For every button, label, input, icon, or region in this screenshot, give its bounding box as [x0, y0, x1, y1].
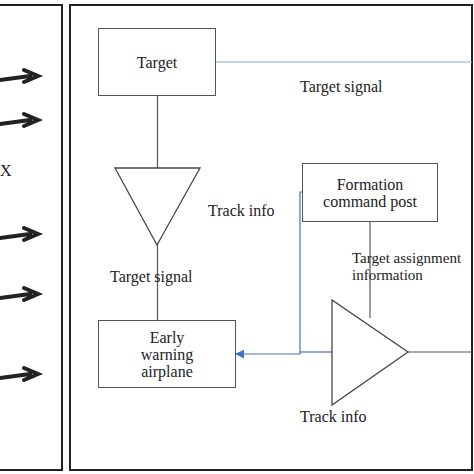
signal-label: Target signal	[300, 78, 450, 95]
edge-label: Track info	[208, 202, 275, 219]
signal-label: Target assignment information	[352, 250, 474, 284]
signal-label: X	[0, 162, 20, 179]
missile-icon	[0, 228, 38, 240]
signal-line	[216, 61, 472, 62]
box-label: Target	[137, 54, 177, 71]
process-box: Early warning airplane	[98, 320, 236, 388]
amplifier-triangle	[332, 300, 408, 405]
track-line	[300, 351, 332, 352]
process-box: Formation command post	[302, 163, 438, 222]
box-label: Early warning airplane	[132, 329, 202, 380]
missile-icon	[0, 70, 38, 82]
missile-icons	[0, 70, 38, 380]
box-label: Formation command post	[320, 176, 420, 210]
amplifier-triangle	[115, 168, 200, 245]
output-line	[408, 351, 472, 352]
right-panel	[70, 5, 472, 470]
edge-label: Target signal	[110, 268, 193, 285]
left-panel	[0, 5, 62, 470]
missile-icon	[0, 114, 38, 126]
missile-icon	[0, 368, 38, 380]
process-box: Target	[98, 28, 216, 96]
signal-label: Track info	[300, 408, 400, 425]
missile-icon	[0, 288, 38, 300]
